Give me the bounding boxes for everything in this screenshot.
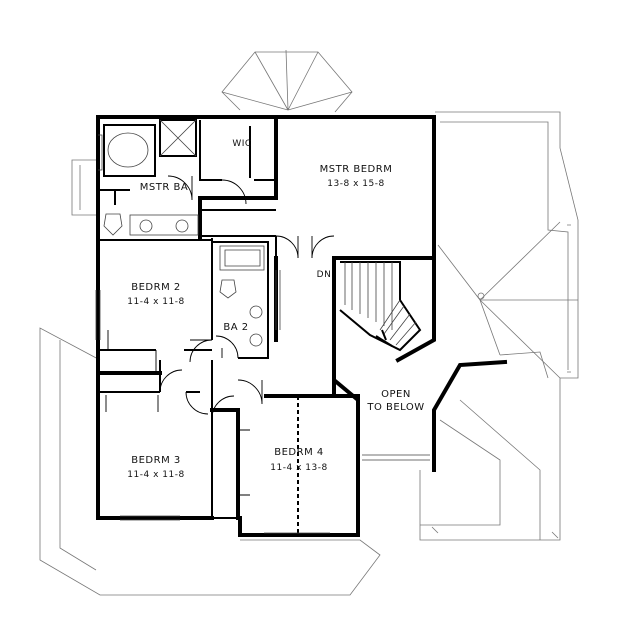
bedroom-3-name: BEDRM 3 xyxy=(131,455,181,466)
bedroom-3-size: 11-4 x 11-8 xyxy=(127,470,184,480)
wic-label: WIC xyxy=(232,139,251,149)
master-bedroom-size: 13-8 x 15-8 xyxy=(327,179,384,189)
open-to-below-line2: TO BELOW xyxy=(366,402,424,413)
master-bedroom-name: MSTR BEDRM xyxy=(320,164,393,175)
stair-down-label: DN xyxy=(317,270,332,280)
master-bath-label: MSTR BA xyxy=(140,182,188,193)
open-to-below-line1: OPEN xyxy=(381,389,411,400)
bedroom-4-name: BEDRM 4 xyxy=(274,447,324,458)
bedroom-4-size: 11-4 x 13-8 xyxy=(270,463,327,473)
bath-2-label: BA 2 xyxy=(223,322,248,333)
bedroom-2-size: 11-4 x 11-8 xyxy=(127,297,184,307)
walls xyxy=(95,115,508,537)
roof-outlines xyxy=(39,49,579,596)
door-swings xyxy=(105,175,335,496)
room-labels: MSTR BA WIC MSTR BEDRM 13-8 x 15-8 DN BE… xyxy=(127,139,424,480)
bedroom-2-name: BEDRM 2 xyxy=(131,282,181,293)
